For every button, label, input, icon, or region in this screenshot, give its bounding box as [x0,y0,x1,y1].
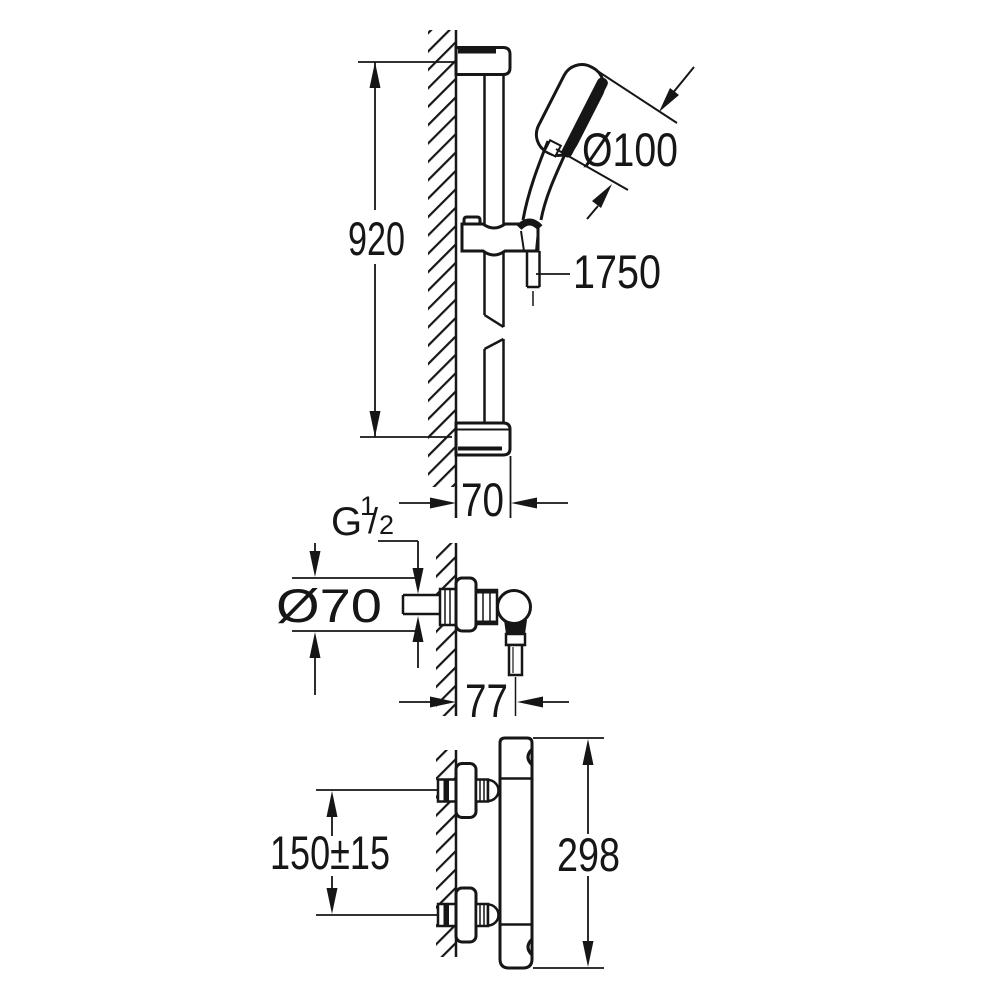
dim-hose-length-label: 1750 [573,245,661,298]
arrowhead-up [369,62,381,88]
dim-body-width: 298 [533,737,620,969]
dim-outlet-offset-label: 77 [465,674,508,727]
wall-hatch-top [428,30,456,487]
arrowhead-down [412,568,424,594]
bracket-trim [458,446,502,451]
inlet-union-hex [474,778,490,803]
knob-separation-lines [500,777,532,926]
spray-face [561,77,608,158]
arrowhead-up [309,632,321,658]
dim-wall-offset-label: 70 [461,473,504,526]
inlet-connection-bottom [436,886,500,944]
dim-rosette-diameter: Ø70 [276,543,420,695]
handle-cone-sides [520,230,539,252]
dim-inlet-spacing-label: 150±15 [270,826,390,879]
supply-pipe [401,587,458,627]
union-body [474,588,532,677]
arrowhead-down [309,551,321,577]
wall-section-middle [436,543,458,716]
thermostat-body [498,736,534,970]
handle-edge-right [539,151,568,221]
dim-handshower-diameter-label: Ø100 [582,123,678,176]
arrowhead-down [369,411,381,437]
dim-inlet-spacing: 150±15 [270,789,438,916]
knob-contour-top [526,747,534,767]
knob-contour-bottom [526,937,534,957]
arrowhead-right [430,696,456,708]
hose-outlet [507,643,524,677]
wall-section-top [428,30,458,518]
arrowhead-up [582,739,594,765]
arrowhead-diag [659,88,679,112]
inlet-connection-top [436,762,500,819]
slider-holder [460,215,543,306]
thermostat-view: 150±15 298 [270,736,620,970]
dim-outlet-offset: 77 [399,674,569,727]
inlet-rosette [454,762,478,819]
thread-slash: / [368,500,378,541]
slide-rail [483,74,505,429]
wall-hatch-middle [436,543,456,716]
arrowhead-up [412,616,424,642]
handle-edge-left [521,140,550,221]
dim-body-width-label: 298 [557,828,620,881]
ball-joint [496,589,532,625]
union-hex [474,588,499,626]
arrowhead-down [582,941,594,967]
rail-bottom-bracket [454,421,512,457]
union-rosette [454,576,478,633]
thread-numerator: 1 [360,491,375,521]
dim-bar-height: 920 [348,61,456,438]
dim-bar-height-label: 920 [348,212,405,265]
dim-hose-length: 1750 [536,245,661,298]
arrowhead-up [326,791,338,817]
holder-clamp-tab [462,215,482,224]
slide-bar-view: 920 Ø100 1750 70 [348,30,695,526]
inlet-dome-nut [486,778,500,803]
supply-hex-nut [438,587,458,627]
dim-rosette-diameter-label: Ø70 [276,579,382,632]
hose-connector [525,251,541,289]
arrowhead-diag [592,184,612,208]
thread-prefix: G [331,500,362,544]
inlet-rosette [454,886,478,944]
holder-body [460,222,540,257]
rail-top-bracket [454,46,512,76]
inlet-union-hex [474,902,490,928]
dim-thread: G 1 / 2 [331,491,424,668]
thread-denominator: 2 [379,510,394,540]
wall-union-view: G 1 / 2 Ø70 77 [276,491,569,727]
handle-cone-rim [516,218,543,231]
arrowhead-left [511,497,537,509]
dim-handshower-diameter: Ø100 [555,66,695,220]
bracket-trim [458,48,496,54]
dim-wall-offset: 70 [399,456,568,526]
arrowhead-right [430,497,456,509]
hose-nut [504,632,527,647]
hand-shower [521,63,608,221]
inlet-dome-nut [486,903,500,927]
arrowhead-down [326,888,338,914]
arrowhead-left [517,696,543,708]
